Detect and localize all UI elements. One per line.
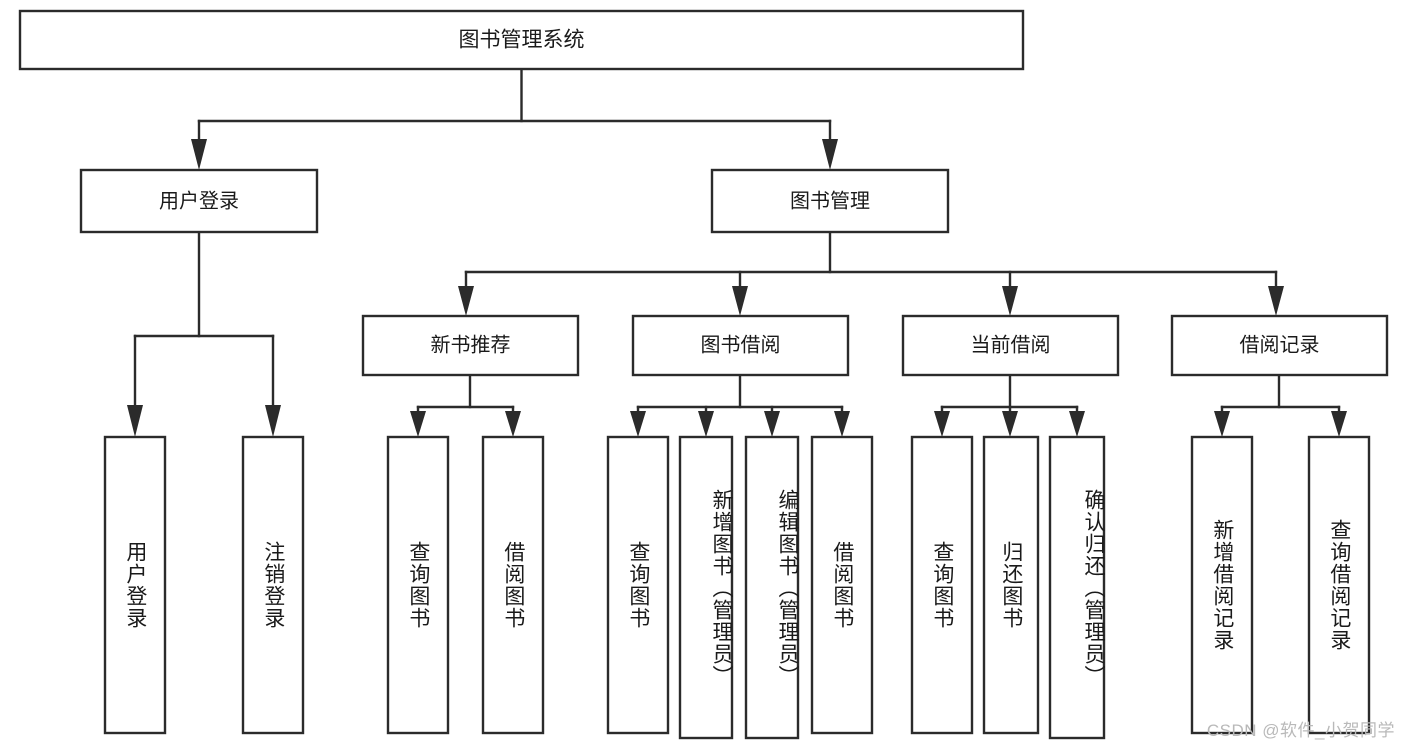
arrow-head-leaf-query-record: [1331, 411, 1347, 437]
node-group-user-login: 用户登录: [79, 168, 319, 234]
arrow-head-leaf-query-book-3: [934, 411, 950, 437]
node-label-borrow-record: 借阅记录: [1240, 333, 1320, 356]
arrow-head-leaf-logout-login: [265, 405, 281, 437]
node-box-leaf-edit-book[interactable]: [744, 435, 800, 740]
node-box-leaf-borrow-book-1[interactable]: [481, 435, 545, 735]
arrow-head-leaf-confirm-return: [1069, 411, 1085, 437]
watermark-text: CSDN @软件_小贺同学: [1206, 721, 1395, 740]
node-group-book-manage: 图书管理: [710, 168, 950, 234]
node-box-leaf-confirm-return[interactable]: [1048, 435, 1106, 740]
node-box-leaf-add-record[interactable]: [1190, 435, 1254, 735]
node-box-leaf-query-book-2[interactable]: [606, 435, 670, 735]
node-group-current-borrow: 当前借阅: [901, 314, 1120, 377]
connector-group-current-borrow: [934, 373, 1085, 437]
node-box-leaf-user-login[interactable]: [103, 435, 167, 735]
node-box-leaf-add-book[interactable]: [678, 435, 734, 740]
node-label-book-borrow: 图书借阅: [701, 333, 781, 356]
leaf-box-group: [103, 435, 1371, 740]
node-label-root: 图书管理系统: [459, 29, 585, 52]
arrow-head-leaf-query-book-2: [630, 411, 646, 437]
arrow-head-leaf-borrow-book-2: [834, 411, 850, 437]
node-box-leaf-query-record[interactable]: [1307, 435, 1371, 735]
node-label-new-book-recommend: 新书推荐: [431, 333, 511, 356]
node-box-current-borrow[interactable]: [901, 314, 1120, 377]
node-box-leaf-query-book-3[interactable]: [910, 435, 974, 735]
arrow-head-book-manage: [822, 139, 838, 170]
node-label-user-login: 用户登录: [159, 189, 239, 212]
node-box-leaf-borrow-book-2[interactable]: [810, 435, 874, 735]
node-label-current-borrow: 当前借阅: [971, 333, 1051, 356]
arrow-head-borrow-record: [1268, 286, 1284, 316]
arrow-head-leaf-add-book: [698, 411, 714, 437]
node-box-root[interactable]: [18, 9, 1025, 71]
node-box-new-book-recommend[interactable]: [361, 314, 580, 377]
arrow-head-leaf-edit-book: [764, 411, 780, 437]
node-group-borrow-record: 借阅记录: [1170, 314, 1389, 377]
node-box-book-manage[interactable]: [710, 168, 950, 234]
arrow-head-leaf-query-book-1: [410, 411, 426, 437]
arrow-head-new-book-recommend: [458, 286, 474, 316]
connector-group-root: [191, 67, 838, 170]
arrow-head-current-borrow: [1002, 286, 1018, 316]
arrow-head-leaf-user-login: [127, 405, 143, 437]
node-group-root: 图书管理系统: [18, 9, 1025, 71]
connector-group-book-manage: [458, 230, 1284, 316]
node-box-leaf-return-book[interactable]: [982, 435, 1040, 735]
node-box-book-borrow[interactable]: [631, 314, 850, 377]
arrow-head-book-borrow: [732, 286, 748, 316]
arrow-head-leaf-borrow-book-1: [505, 411, 521, 437]
node-group-book-borrow: 图书借阅: [631, 314, 850, 377]
node-label-book-manage: 图书管理: [790, 189, 870, 212]
connector-group-book-borrow: [630, 373, 850, 437]
connector-group-new-book-recommend: [410, 373, 521, 437]
node-box-leaf-query-book-1[interactable]: [386, 435, 450, 735]
node-box-user-login[interactable]: [79, 168, 319, 234]
node-group-new-book-recommend: 新书推荐: [361, 314, 580, 377]
connector-group-user-login: [127, 230, 281, 437]
arrow-head-leaf-return-book: [1002, 411, 1018, 437]
arrow-head-leaf-add-record: [1214, 411, 1230, 437]
arrow-head-user-login: [191, 139, 207, 170]
node-box-leaf-logout-login[interactable]: [241, 435, 305, 735]
node-box-borrow-record[interactable]: [1170, 314, 1389, 377]
connector-group-borrow-record: [1214, 373, 1347, 437]
